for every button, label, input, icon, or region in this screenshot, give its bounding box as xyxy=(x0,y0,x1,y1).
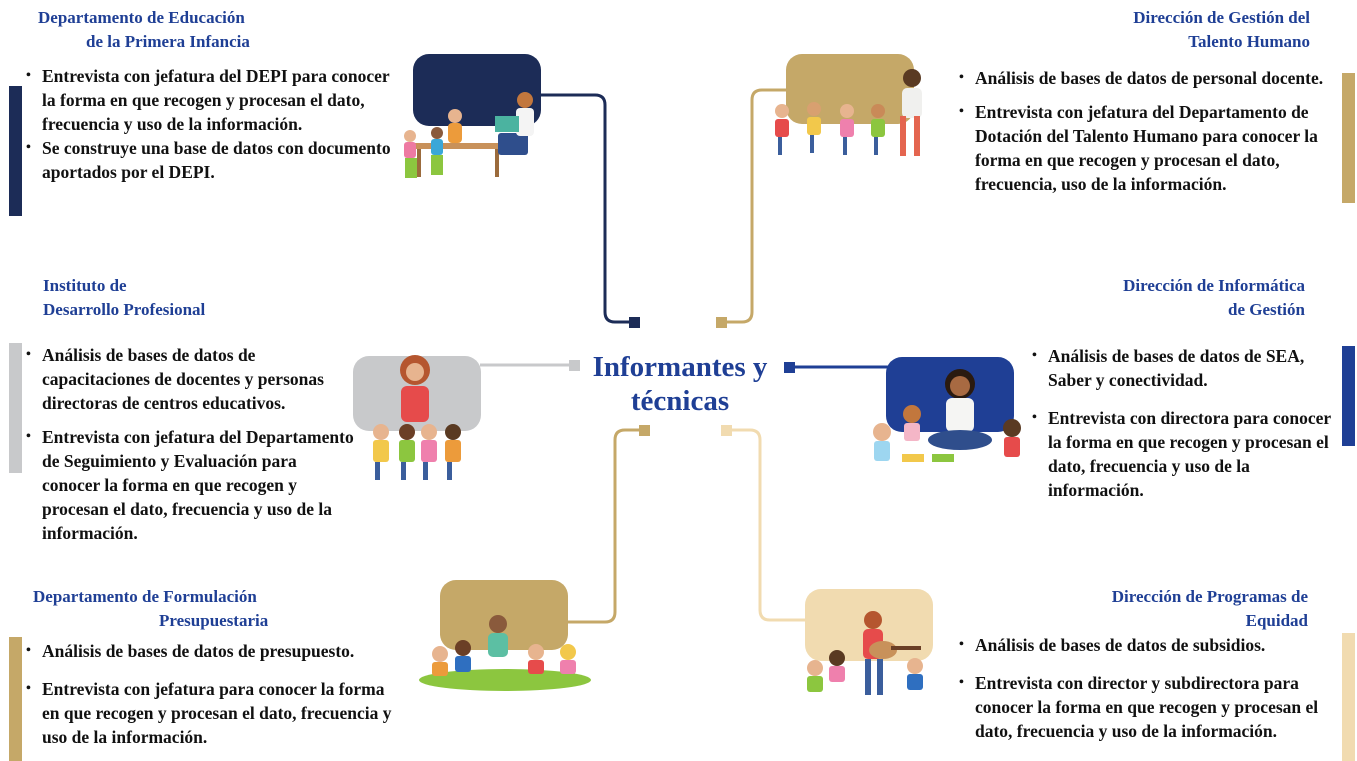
bullet-item: Se construye una base de datos con docum… xyxy=(26,136,401,184)
node-title-presupuesto-line1: Departamento de Formulación xyxy=(33,587,257,606)
bullet-item: Entrevista con jefatura del DEPI para co… xyxy=(26,64,401,136)
bullet-list-equidad: Análisis de bases de datos de subsidios.… xyxy=(959,633,1341,743)
accent-bar-idp xyxy=(9,343,22,473)
connector-talento xyxy=(722,88,790,324)
accent-bar-equidad xyxy=(1342,633,1355,761)
node-title-equidad: Dirección de Programas de Equidad xyxy=(1060,585,1308,633)
connector-equidad xyxy=(728,428,810,622)
bullet-item: Análisis de bases de datos de subsidios. xyxy=(959,633,1341,657)
classroom-illustration xyxy=(404,92,534,178)
node-title-presupuesto: Departamento de Formulación Presupuestar… xyxy=(33,585,293,633)
accent-bar-depi xyxy=(9,86,22,216)
bullet-list-talento: Análisis de bases de datos de personal d… xyxy=(959,66,1344,196)
bullet-item: Análisis de bases de datos de personal d… xyxy=(959,66,1344,90)
node-title-informatica-line2: de Gestión xyxy=(1228,300,1305,319)
bullet-item: Entrevista con jefatura para conocer la … xyxy=(26,677,396,749)
bullet-list-informatica: Análisis de bases de datos de SEA, Saber… xyxy=(1032,344,1337,502)
accent-bar-presupuesto xyxy=(9,637,22,761)
connector-presupuesto xyxy=(565,428,643,624)
node-title-informatica-line1: Dirección de Informática xyxy=(1123,276,1305,295)
node-title-presupuesto-line2: Presupuestaria xyxy=(159,611,269,630)
connector-end-equidad xyxy=(721,425,732,436)
bullet-list-depi: Entrevista con jefatura del DEPI para co… xyxy=(26,64,401,184)
central-title-line1: Informantes y xyxy=(592,351,768,383)
central-title-line2: técnicas xyxy=(630,385,730,417)
node-title-depi: Departamento de Educación de la Primera … xyxy=(38,6,278,54)
teacher-with-children-illustration xyxy=(373,355,461,480)
bullet-item: Análisis de bases de datos de presupuest… xyxy=(26,639,396,663)
connector-depi xyxy=(540,93,633,324)
children-walking-illustration xyxy=(775,69,922,156)
bullet-item: Análisis de bases de datos de SEA, Saber… xyxy=(1032,344,1337,392)
bullet-list-idp: Análisis de bases de datos de capacitaci… xyxy=(26,343,356,545)
bullet-item: Entrevista con director y subdirectora p… xyxy=(959,671,1341,743)
node-title-depi-line1: Departamento de Educación xyxy=(38,8,245,27)
connector-end-presupuesto xyxy=(639,425,650,436)
bullet-item: Análisis de bases de datos de capacitaci… xyxy=(26,343,356,415)
children-on-grass-illustration xyxy=(419,615,591,691)
node-title-equidad-line1: Dirección de Programas de xyxy=(1111,587,1308,606)
node-title-talento-line2: Talento Humano xyxy=(1188,32,1310,51)
connector-end-talento xyxy=(716,317,727,328)
bullet-item: Entrevista con directora para conocer la… xyxy=(1032,406,1337,502)
connector-end-idp xyxy=(569,360,580,371)
central-title: Informantes y técnicas xyxy=(580,350,780,418)
connector-end-informatica xyxy=(784,362,795,373)
accent-bar-talento xyxy=(1342,73,1355,203)
node-title-talento-line1: Dirección de Gestión del xyxy=(1133,8,1310,27)
bullet-list-presupuesto: Análisis de bases de datos de presupuest… xyxy=(26,639,396,749)
node-title-idp-line2: Desarrollo Profesional xyxy=(43,300,206,319)
accent-bar-informatica xyxy=(1342,346,1355,446)
connector-end-depi xyxy=(629,317,640,328)
node-title-idp: Instituto de Desarrollo Profesional xyxy=(43,274,283,322)
guitar-teacher-illustration xyxy=(807,611,923,695)
node-title-informatica: Dirección de Informática de Gestión xyxy=(1075,274,1305,322)
teacher-reading-illustration xyxy=(873,369,1021,462)
node-title-talento: Dirección de Gestión del Talento Humano xyxy=(1080,6,1310,54)
node-title-idp-line1: Instituto de xyxy=(43,276,127,295)
node-title-equidad-line2: Equidad xyxy=(1245,611,1308,630)
node-title-depi-line2: de la Primera Infancia xyxy=(86,32,250,51)
bullet-item: Entrevista con jefatura del Departamento… xyxy=(26,425,356,545)
bullet-item: Entrevista con jefatura del Departamento… xyxy=(959,100,1344,196)
